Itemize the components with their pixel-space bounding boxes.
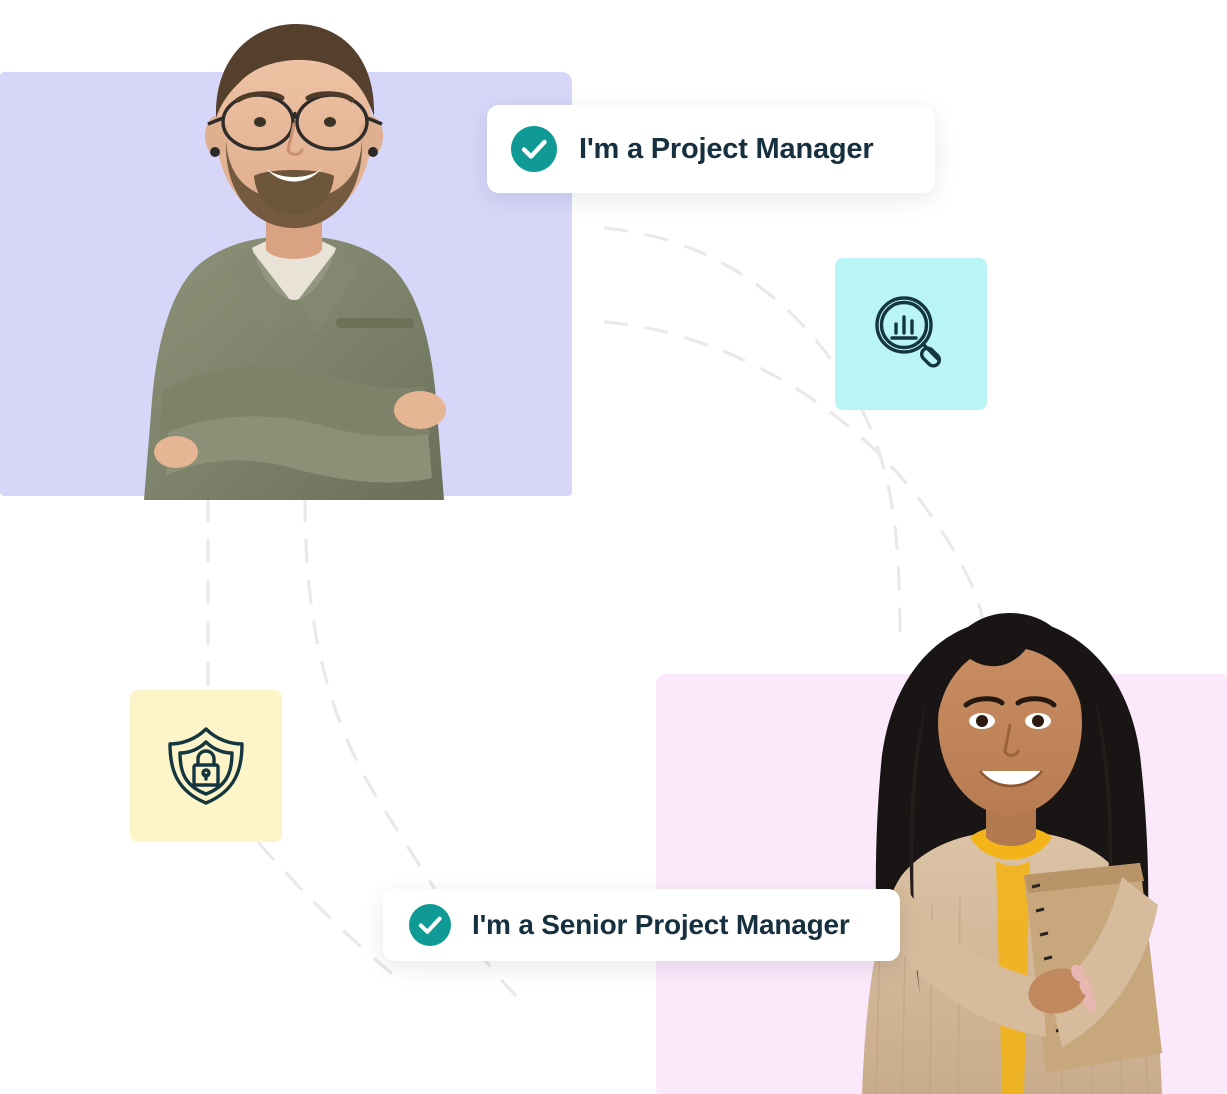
check-circle-icon [409, 904, 451, 946]
photo-senior-project-manager [810, 575, 1210, 1094]
security-icon-tile[interactable] [130, 690, 282, 842]
photo-project-manager [84, 0, 504, 500]
magnifier-bar-chart-icon [868, 291, 954, 377]
analytics-icon-tile[interactable] [835, 258, 987, 410]
role-card-label: I'm a Senior Project Manager [472, 909, 850, 940]
connector-security-to-spm [256, 840, 401, 982]
shield-lock-icon [163, 723, 249, 809]
check-circle-icon [511, 126, 557, 172]
role-card-label: I'm a Project Manager [579, 132, 874, 165]
role-card-project-manager[interactable]: I'm a Project Manager [487, 105, 935, 193]
role-card-senior-project-manager[interactable]: I'm a Senior Project Manager [383, 889, 900, 961]
